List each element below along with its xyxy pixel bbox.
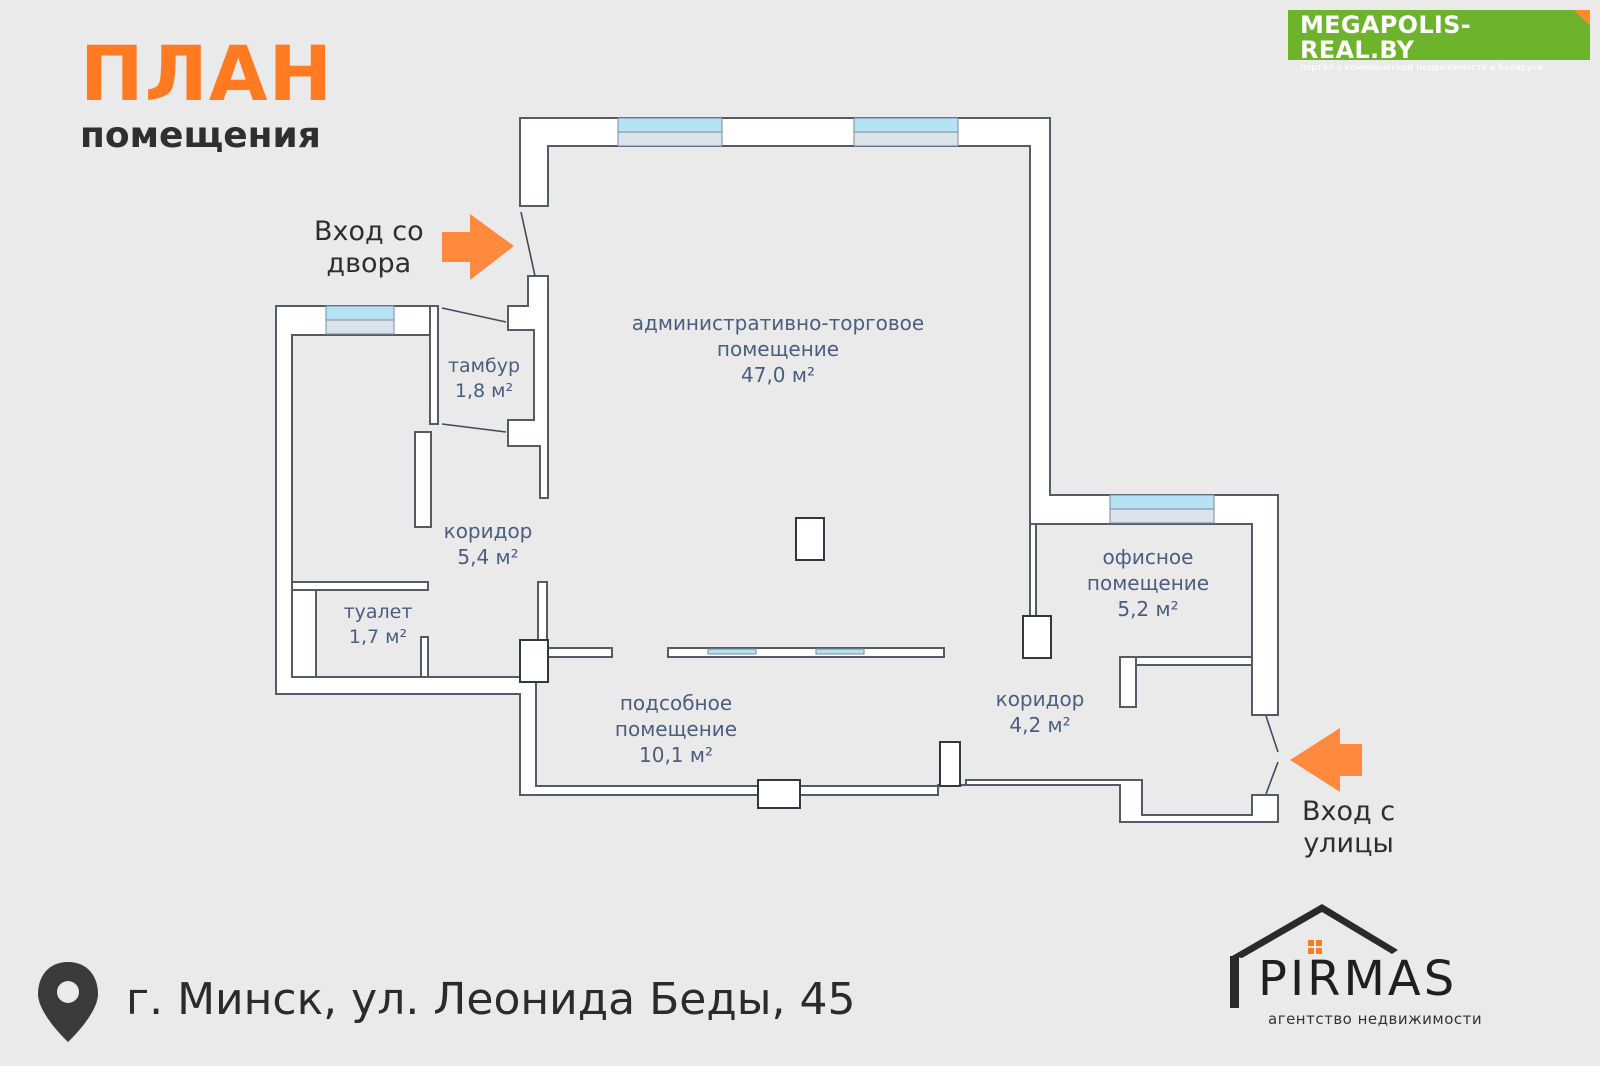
sill-north-1 (617, 131, 723, 147)
room-corridor-right-label: коридор 4,2 м² (996, 686, 1085, 738)
room-office-label: офисное помещение 5,2 м² (1087, 544, 1209, 622)
agency-name: PIRMAS (1258, 951, 1458, 1007)
tambur-wall-left (429, 305, 439, 425)
room-utility-area: 10,1 м² (638, 743, 713, 767)
sill-north-2 (853, 131, 959, 147)
agency-tagline: агентство недвижимости (1268, 1010, 1483, 1028)
room-toilet-area: 1,7 м² (348, 625, 408, 648)
room-utility-label: подсобное помещение 10,1 м² (615, 690, 737, 768)
wall-entry-pier (507, 275, 549, 499)
office-wall-bottom (1119, 656, 1253, 666)
entrance-yard-line-2: двора (326, 247, 412, 279)
room-office-name-1: офисное (1102, 545, 1194, 569)
toilet-shelf (291, 589, 317, 678)
room-corridor-right-area: 4,2 м² (1009, 713, 1071, 737)
doors (441, 211, 1279, 795)
entrance-street-line-1: Вход с (1302, 796, 1396, 827)
room-corridor-left-area: 5,4 м² (457, 545, 519, 569)
office-wall-stub (1119, 656, 1137, 708)
corridor-wall (414, 431, 432, 528)
room-admin-name-1: административно-торговое (631, 311, 925, 335)
interior-walls (291, 305, 1253, 708)
plan-title: ПЛАН (80, 29, 334, 118)
toilet-wall-right (420, 636, 429, 678)
location-pin-icon (38, 962, 98, 1042)
niche-block (939, 741, 961, 787)
partition-stub (537, 581, 548, 643)
door-tambur-bottom (441, 423, 507, 433)
sill-west (325, 319, 395, 335)
entrance-yard-label: Вход со двора (314, 216, 424, 280)
door-street-top (1265, 715, 1279, 753)
window-north-2 (853, 117, 959, 133)
partition-center (667, 647, 945, 658)
room-corridor-left-name: коридор (443, 519, 533, 543)
brand-title: MEGAPOLIS-REAL.BY (1300, 11, 1472, 65)
plan-subtitle: помещения (80, 115, 321, 156)
room-office-area: 5,2 м² (1117, 597, 1179, 621)
arrow-left-icon (1290, 728, 1362, 792)
door-tambur-top (441, 307, 507, 323)
room-admin-name-2: помещение (716, 337, 840, 361)
partition-left (545, 647, 613, 658)
south-radiator (757, 779, 801, 809)
toilet-wall-top (291, 581, 429, 591)
room-admin-area: 47,0 м² (741, 363, 815, 387)
room-tambur-area: 1,8 м² (454, 379, 514, 402)
column-right (1022, 615, 1052, 659)
windows (325, 117, 1215, 655)
room-utility-name-2: помещение (614, 717, 738, 741)
sill-office (1109, 508, 1215, 524)
room-corridor-left-label: коридор 5,4 м² (444, 518, 533, 570)
wall-south-east (965, 779, 1279, 823)
entrance-yard-line-1: Вход со (314, 216, 424, 247)
entrance-street-label: Вход с улицы (1302, 796, 1395, 860)
window-sills (325, 131, 1215, 524)
room-toilet-name: туалет (343, 601, 413, 623)
window-west (325, 305, 395, 321)
room-admin-label: административно-торговое помещение 47,0 … (632, 310, 924, 388)
room-tambur-label: тамбур 1,8 м² (448, 354, 520, 403)
room-corridor-right-name: коридор (995, 687, 1085, 711)
window-inner-2 (815, 648, 865, 655)
column-left (519, 639, 549, 683)
room-toilet-label: туалет 1,7 м² (344, 600, 413, 649)
house-logo-icon (1230, 904, 1398, 1008)
window-office (1109, 494, 1215, 510)
brand-corner-decoration (1574, 10, 1590, 26)
window-north-1 (617, 117, 723, 133)
room-office-name-2: помещение (1086, 571, 1210, 595)
megapolis-logo[interactable]: MEGAPOLIS-REAL.BY портал о коммерческой … (1288, 10, 1590, 73)
window-inner-1 (707, 648, 757, 655)
outer-walls (275, 117, 1279, 823)
columns (519, 517, 1052, 809)
central-column (795, 517, 825, 561)
door-yard (520, 211, 536, 277)
door-street-bottom (1265, 761, 1279, 795)
entrance-street-line-2: улицы (1303, 827, 1394, 859)
brand-subtitle: портал о коммерческой недвижимости в Бел… (1300, 63, 1543, 74)
address-text: г. Минск, ул. Леонида Беды, 45 (126, 974, 856, 1025)
arrow-right-icon (442, 214, 514, 280)
room-tambur-name: тамбур (447, 355, 521, 377)
wall-north-east (519, 117, 1279, 716)
room-utility-name-1: подсобное (619, 691, 733, 715)
office-wall-left (1029, 523, 1037, 621)
